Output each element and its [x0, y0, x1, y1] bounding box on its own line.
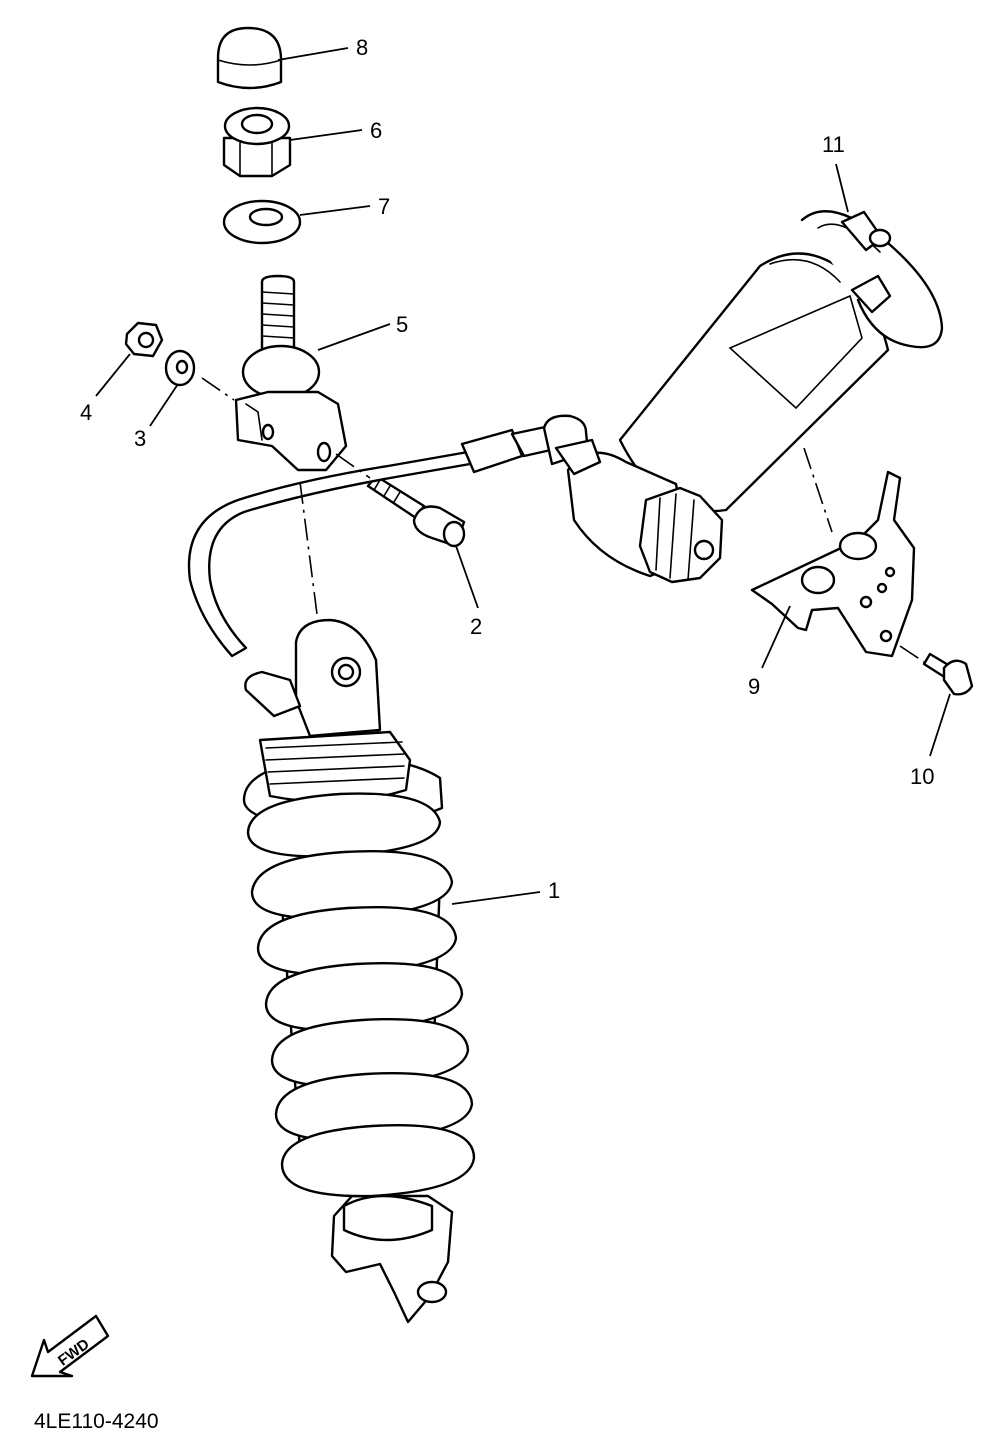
callout-leaders: [95, 47, 951, 905]
callout-9: 9: [748, 674, 760, 699]
part-3-washer: [164, 349, 196, 387]
callout-3: 3: [134, 426, 146, 451]
callout-2: 2: [470, 614, 482, 639]
callout-7: 7: [378, 194, 390, 219]
reservoir-hose: [187, 424, 562, 658]
part-8-cap: [216, 26, 283, 90]
assembly-centerlines: [201, 377, 925, 663]
part-4-nut: [124, 321, 164, 358]
callout-1: 1: [548, 878, 560, 903]
callout-labels: 8 6 7 5 4 3 2 1 9 10 11: [80, 35, 934, 903]
forward-direction-arrow-icon: [30, 1314, 110, 1378]
callout-6: 6: [370, 118, 382, 143]
part-10-screw: [922, 652, 974, 696]
part-9-bracket: [750, 470, 916, 658]
part-1-shock-absorber: [242, 618, 476, 1324]
part-6-nut: [222, 106, 292, 178]
diagram-code: 4LE110-4240: [34, 1410, 159, 1433]
part-5-upper-bracket: [234, 274, 348, 472]
part-11-reservoir-and-clamp: [542, 210, 944, 584]
callout-5: 5: [396, 312, 408, 337]
callout-8: 8: [356, 35, 368, 60]
callout-4: 4: [80, 400, 92, 425]
part-2-bolt: [366, 474, 466, 548]
callout-11: 11: [822, 132, 845, 157]
part-7-washer: [222, 199, 302, 245]
callout-10: 10: [910, 764, 934, 789]
